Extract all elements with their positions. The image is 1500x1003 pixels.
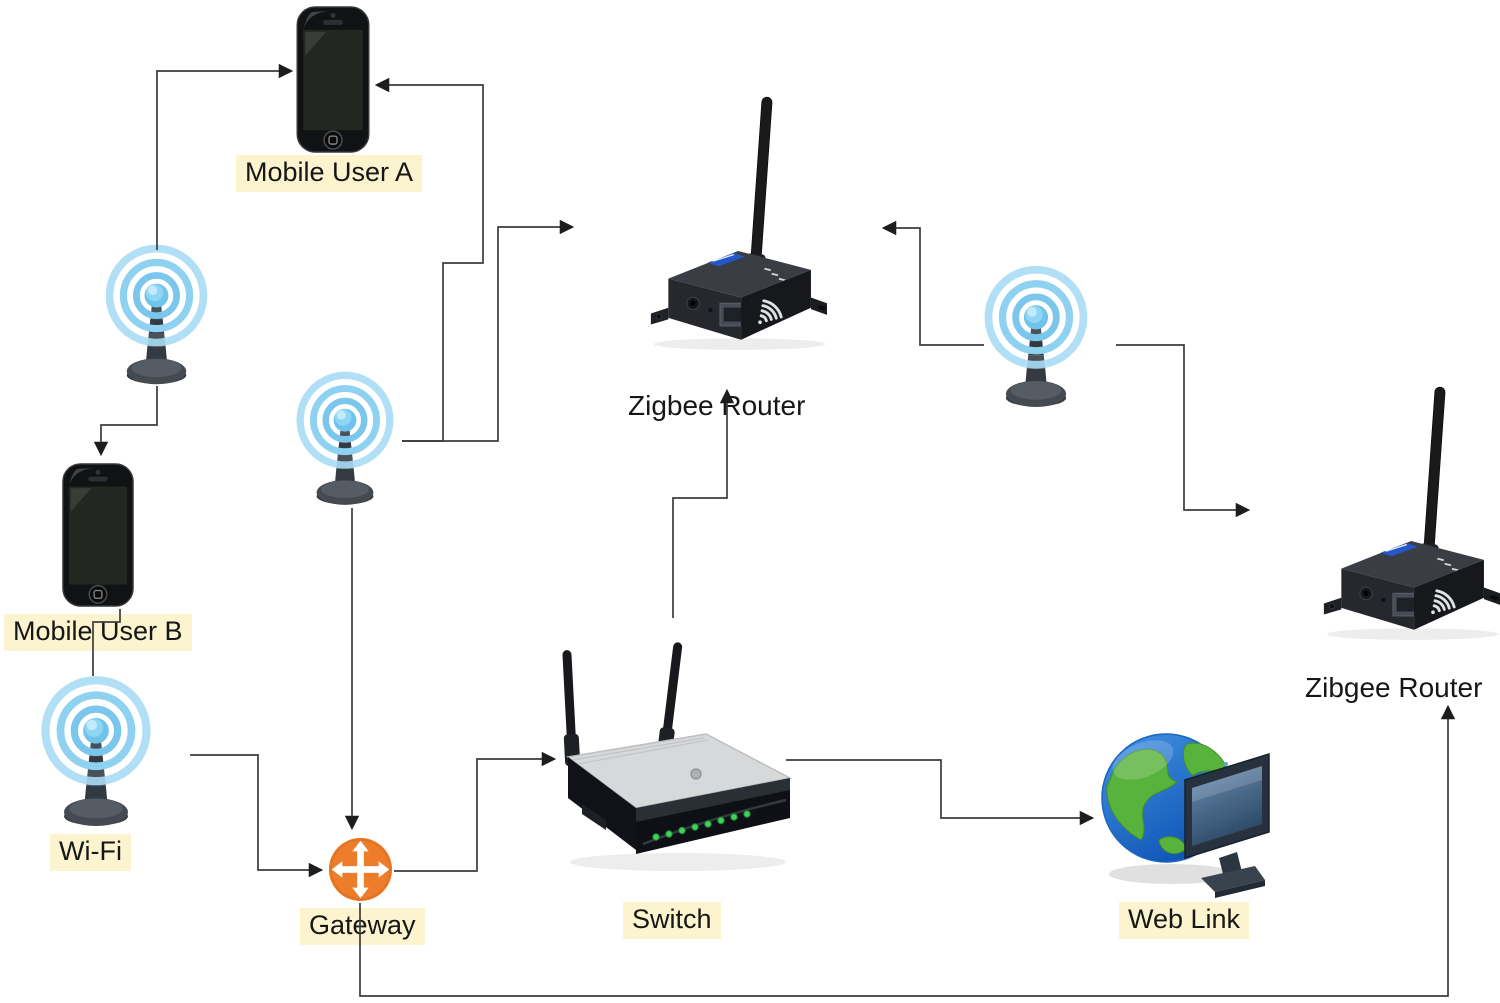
mobile-user-b-label: Mobile User B: [4, 614, 192, 652]
antenna-mid-icon: [289, 368, 401, 519]
zigbee-router-device-icon: [650, 96, 832, 350]
gateway-cross-icon: [328, 837, 393, 902]
wifi-antenna-icon: [296, 371, 394, 505]
web-link-icon: [1093, 722, 1275, 914]
edge-wifi-to-gateway: [190, 754, 324, 878]
zigbee-router-label: Zigbee Router: [628, 390, 806, 421]
mobile-user-a-label: Mobile User A: [236, 155, 423, 193]
switch-label: Switch: [623, 902, 721, 940]
wifi-antenna-icon: [984, 265, 1088, 407]
gateway-label: Gateway: [300, 908, 425, 946]
switch-icon: [548, 642, 798, 882]
smartphone-icon: [296, 6, 370, 153]
smartphone-icon: [62, 463, 134, 607]
wifi-icon: [33, 672, 159, 842]
edge-antenna-right-to-zibgee-router: [1116, 344, 1251, 518]
edge-antenna-right-to-zigbee-router: [881, 220, 984, 346]
web-link-label: Web Link: [1119, 902, 1250, 940]
zigbee-router-device-icon: [1323, 386, 1500, 640]
antenna-left-icon: [99, 240, 214, 400]
wifi-antenna-icon: [41, 676, 151, 827]
globe-monitor-icon: [1101, 733, 1270, 898]
zibgee-router-icon: [1318, 378, 1500, 669]
wifi-label: Wi-Fi: [50, 834, 131, 872]
edge-gateway-to-switch: [394, 751, 557, 872]
edge-switch-to-web-link: [786, 759, 1095, 826]
zigbee-router-icon: [645, 88, 832, 379]
antenna-right-icon: [977, 262, 1095, 422]
edge-antenna-mid-to-zigbee-router: [402, 219, 575, 442]
mobile-user-a-icon: [296, 6, 370, 153]
edge-gateway-to-zibgee-router: [359, 704, 1456, 997]
zibgee-router-label: Zibgee Router: [1305, 672, 1483, 703]
gateway-icon: [327, 836, 394, 903]
mobile-user-b-icon: [62, 461, 134, 609]
wireless-switch-device-icon: [562, 642, 793, 871]
wifi-antenna-icon: [105, 244, 208, 385]
edge-switch-to-zigbee-router: [672, 388, 735, 618]
